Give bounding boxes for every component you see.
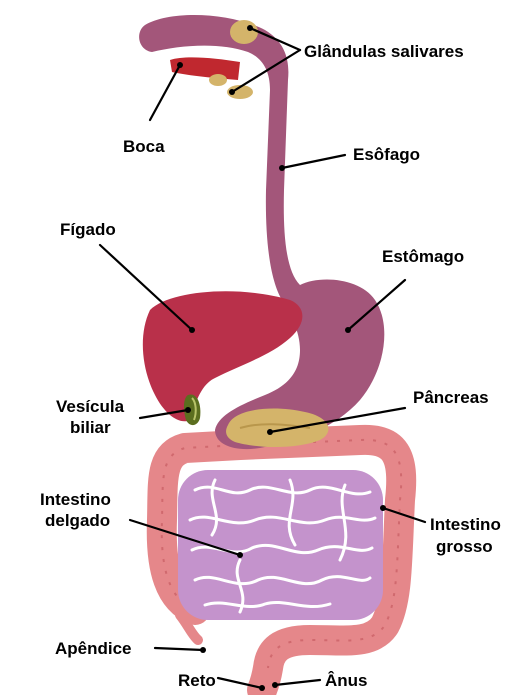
liver-label: Fígado — [60, 220, 116, 239]
stomach-label: Estômago — [382, 247, 464, 266]
large-intestine-label-line1: Intestino — [430, 515, 501, 534]
mouth-label: Boca — [123, 137, 165, 156]
mouth — [152, 55, 240, 80]
small-intestine-label-line1: Intestino — [40, 490, 111, 509]
pancreas-label: Pâncreas — [413, 388, 489, 407]
rectum-label: Reto — [178, 671, 216, 690]
appendix-label: Apêndice — [55, 639, 132, 658]
pancreas — [226, 408, 328, 447]
small-intestine-label-line2: delgado — [45, 511, 110, 530]
gallbladder-label-line2: biliar — [70, 418, 111, 437]
esophagus-label: Esôfago — [353, 145, 420, 164]
gallbladder-label-line1: Vesícula — [56, 397, 125, 416]
salivary-glands-label: Glândulas salivares — [304, 42, 464, 61]
large-intestine-label-line2: grosso — [436, 537, 493, 556]
anus-label: Ânus — [325, 671, 368, 690]
